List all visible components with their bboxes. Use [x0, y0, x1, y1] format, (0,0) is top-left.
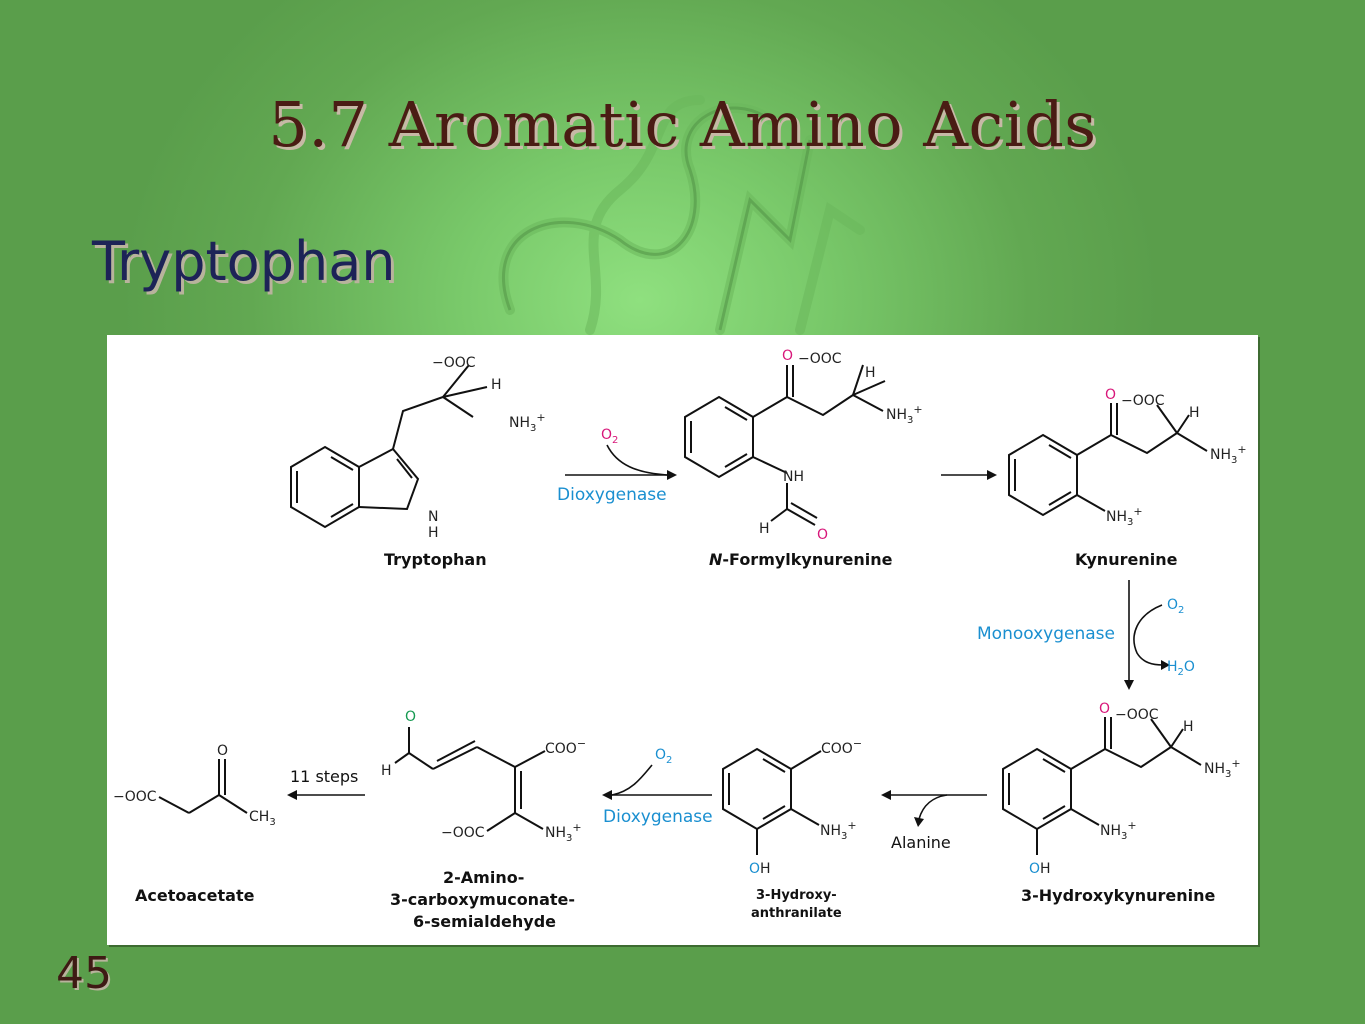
svg-text:O: O — [405, 709, 416, 725]
svg-text:H2O: H2O — [1167, 659, 1195, 678]
svg-text:−OOC: −OOC — [432, 355, 476, 371]
svg-text:N: N — [428, 509, 438, 525]
svg-text:O: O — [217, 743, 228, 759]
label-6-semialdehyde: 6-semialdehyde — [413, 912, 556, 931]
svg-text:NH: NH — [783, 469, 804, 485]
svg-text:NH3+: NH3+ — [886, 403, 923, 426]
label-3-carboxymuconate: 3-carboxymuconate- — [390, 890, 575, 909]
svg-text:H: H — [428, 525, 439, 541]
svg-text:H: H — [1189, 405, 1200, 421]
label-2-amino: 2-Amino- — [443, 868, 524, 887]
svg-text:O: O — [1105, 387, 1116, 403]
svg-text:COO−: COO− — [821, 737, 862, 757]
3-hydroxyanthranilate-structure: COO− NH3+ OH — [722, 737, 862, 877]
svg-text:O: O — [782, 348, 793, 364]
reagent-11-steps: 11 steps — [290, 767, 358, 786]
kynurenine-structure: O −OOC H NH3+ NH3+ — [1008, 387, 1247, 528]
svg-text:H: H — [381, 763, 392, 779]
label-n-formylkynurenine: N-Formylkynurenine — [709, 550, 893, 569]
label-3-hydroxykynurenine: 3-Hydroxykynurenine — [1021, 886, 1216, 905]
svg-text:−OOC: −OOC — [113, 789, 157, 805]
svg-text:OH: OH — [1029, 861, 1051, 877]
label-anthranilate: anthranilate — [751, 906, 842, 921]
svg-text:H: H — [759, 521, 770, 537]
svg-text:H: H — [1183, 719, 1194, 735]
label-3-hydroxy: 3-Hydroxy- — [756, 888, 837, 903]
3-hydroxykynurenine-structure: O −OOC H NH3+ NH3+ OH — [1002, 701, 1241, 877]
pathway-svg: −OOC H NH3+ N H Tryptophan O2 Dioxygenas… — [113, 348, 1247, 931]
svg-text:NH3+: NH3+ — [1106, 505, 1143, 528]
tryptophan-degradation-diagram: −OOC H NH3+ N H Tryptophan O2 Dioxygenas… — [107, 335, 1258, 945]
svg-text:−OOC: −OOC — [1115, 707, 1159, 723]
svg-text:COO−: COO− — [545, 737, 586, 757]
svg-text:NH3+: NH3+ — [1210, 443, 1247, 466]
svg-text:H: H — [491, 377, 502, 393]
enzyme-dioxygenase-1: Dioxygenase — [557, 485, 667, 505]
svg-text:O: O — [817, 527, 828, 543]
svg-text:NH3+: NH3+ — [1100, 819, 1137, 842]
svg-text:O2: O2 — [1167, 597, 1184, 616]
svg-text:O2: O2 — [655, 747, 672, 766]
svg-text:CH3: CH3 — [249, 809, 276, 828]
svg-text:O: O — [1099, 701, 1110, 717]
svg-text:−OOC: −OOC — [1121, 393, 1165, 409]
n-formylkynurenine-structure: O −OOC H NH3+ NH H O — [684, 348, 923, 543]
label-tryptophan: Tryptophan — [384, 550, 487, 569]
svg-text:O2: O2 — [601, 427, 618, 446]
svg-text:NH3+: NH3+ — [1204, 757, 1241, 780]
svg-text:NH3+: NH3+ — [545, 821, 582, 844]
slide-title: 5.7 Aromatic Amino Acids — [268, 88, 1097, 161]
svg-text:NH3+: NH3+ — [820, 819, 857, 842]
amino-carboxymuconate-semialdehyde-structure: O H COO− −OOC NH3+ — [381, 709, 586, 844]
reagent-alanine: Alanine — [891, 833, 951, 852]
page-number: 45 — [56, 948, 112, 999]
slide-subtitle: Tryptophan — [92, 230, 396, 293]
acetoacetate-structure: O −OOC CH3 — [113, 743, 276, 828]
ribbon-watermark-icon — [498, 95, 865, 335]
enzyme-dioxygenase-2: Dioxygenase — [603, 807, 713, 827]
svg-text:−OOC: −OOC — [798, 351, 842, 367]
svg-text:OH: OH — [749, 861, 771, 877]
label-kynurenine: Kynurenine — [1075, 550, 1178, 569]
svg-text:−OOC: −OOC — [441, 825, 485, 841]
tryptophan-structure: −OOC H NH3+ N H — [290, 355, 546, 541]
enzyme-monooxygenase: Monooxygenase — [977, 624, 1115, 644]
svg-text:NH3+: NH3+ — [509, 411, 546, 434]
label-acetoacetate: Acetoacetate — [135, 886, 255, 905]
svg-text:H: H — [865, 365, 876, 381]
